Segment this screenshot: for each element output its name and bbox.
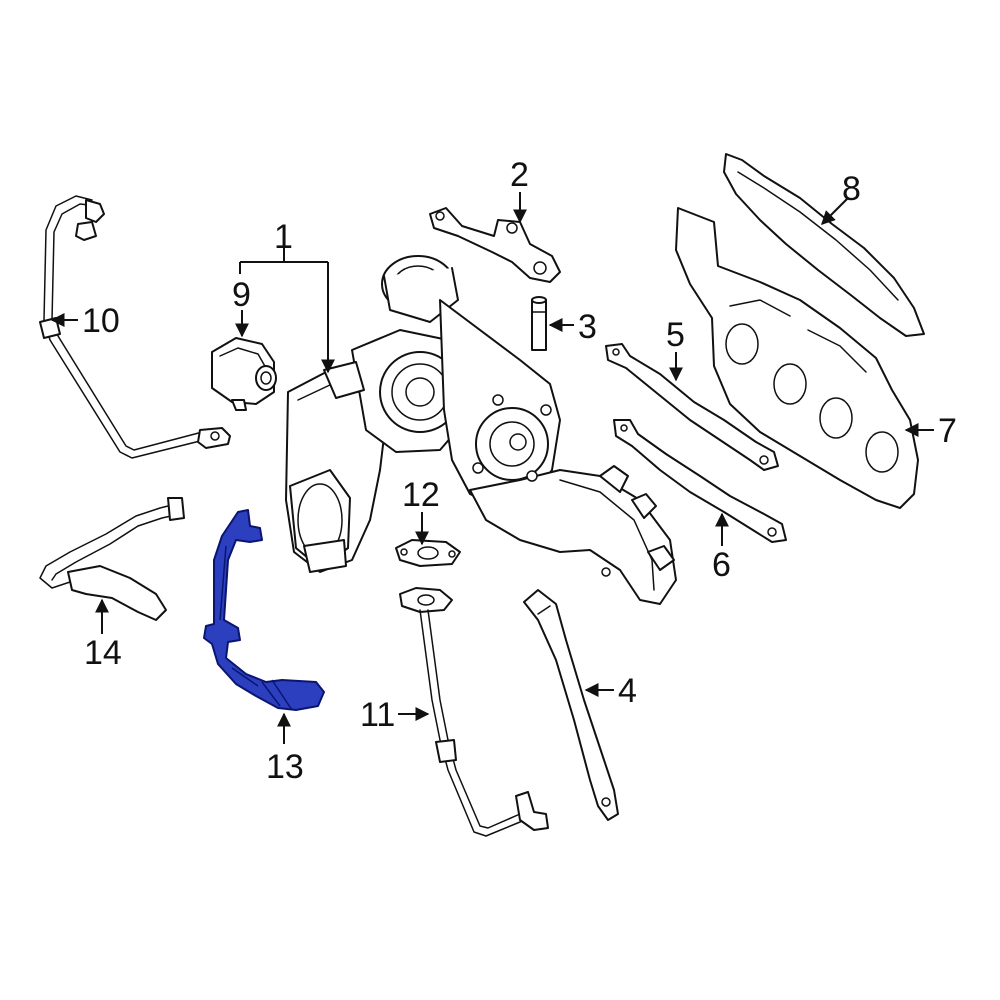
part-2-bracket[interactable] <box>429 207 561 283</box>
callout-11: 11 <box>360 696 395 734</box>
callout-14: 14 <box>84 634 122 672</box>
callout-9: 9 <box>232 276 251 314</box>
callout-1: 1 <box>274 218 293 256</box>
part-8-heat-shield[interactable] <box>723 153 925 337</box>
leader-lines <box>50 192 934 744</box>
callout-10: 10 <box>82 302 120 340</box>
part-11-oil-return-line[interactable] <box>399 587 549 837</box>
part-7-manifold-gasket[interactable] <box>675 207 919 509</box>
callout-4: 4 <box>618 672 637 710</box>
part-4-support-bracket[interactable] <box>523 589 619 821</box>
part-10-oil-feed-line[interactable] <box>39 195 231 459</box>
part-9-wastegate-actuator[interactable] <box>211 337 277 411</box>
part-5-gasket[interactable] <box>605 343 779 471</box>
callout-12: 12 <box>402 476 440 514</box>
callout-labels: 1 2 3 4 5 6 7 8 9 10 11 12 13 14 <box>82 156 957 786</box>
part-6-gasket[interactable] <box>613 419 787 543</box>
part-12-gasket[interactable] <box>395 539 461 567</box>
part-14-coolant-line[interactable] <box>39 497 185 621</box>
callout-3: 3 <box>578 308 597 346</box>
callout-8: 8 <box>842 170 861 208</box>
part-3-stud[interactable] <box>531 296 547 351</box>
callout-6: 6 <box>712 546 731 584</box>
callout-2: 2 <box>510 156 529 194</box>
part-13-highlighted-coolant-pipe[interactable] <box>203 509 325 711</box>
callout-7: 7 <box>938 412 957 450</box>
part-1-turbocharger-assembly[interactable] <box>285 255 677 605</box>
callout-5: 5 <box>666 316 685 354</box>
callout-13: 13 <box>266 748 304 786</box>
